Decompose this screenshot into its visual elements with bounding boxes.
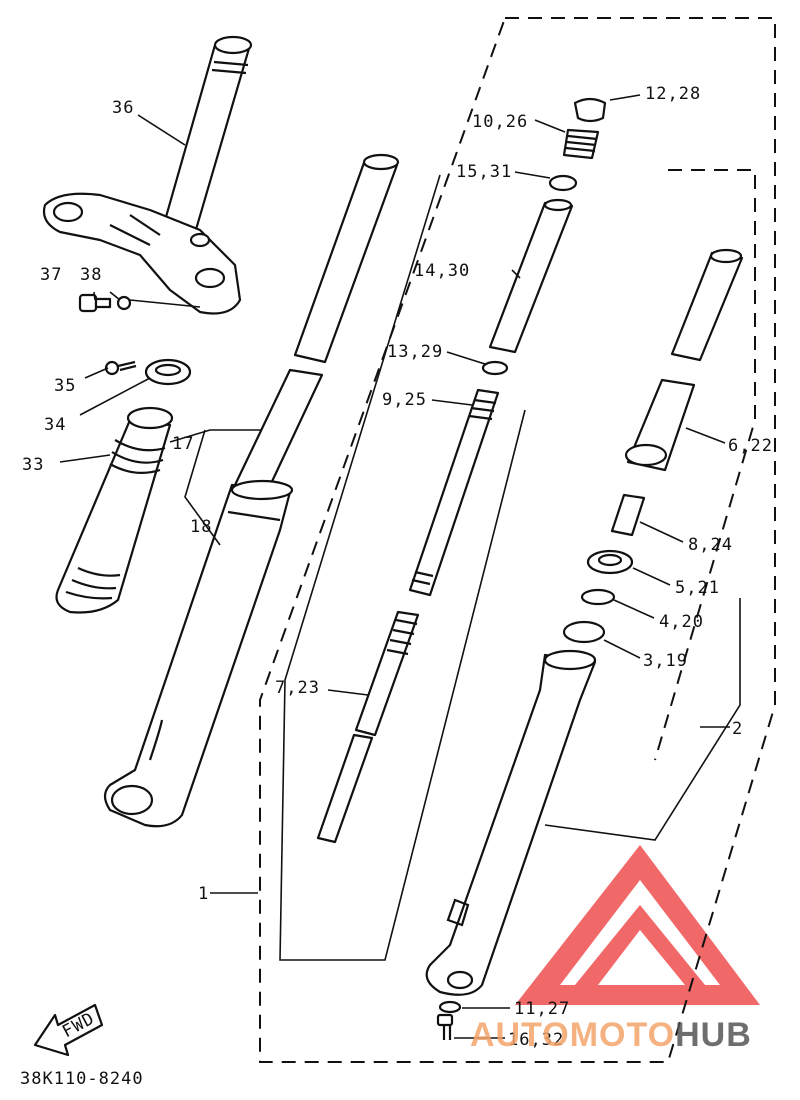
leader-lines [59, 94, 730, 1039]
damper-rod-bracket [279, 174, 526, 961]
drawing-code: 38K110-8240 [20, 1069, 144, 1089]
callout-11-27: 11,27 [514, 999, 570, 1019]
watermark-text-b: MOTO [570, 1016, 675, 1054]
callout-1: 1 [198, 884, 209, 904]
assembly-outline-1 [259, 17, 776, 1063]
pipe-14 [488, 198, 574, 354]
callout-18: 18 [190, 517, 212, 537]
callout-8-24: 8,24 [688, 535, 733, 555]
spring-10 [562, 128, 600, 160]
callout-7-23: 7,23 [275, 678, 320, 698]
seal-34 [144, 358, 192, 386]
outer-tube-2 [425, 649, 597, 996]
damper-rod-7 [354, 610, 420, 737]
watermark-text-a: AUTO [470, 1016, 570, 1054]
bolt-16 [436, 1013, 454, 1040]
fwd-arrow-icon: FWD [33, 1003, 104, 1057]
callout-3-19: 3,19 [643, 651, 688, 671]
collar-8 [610, 493, 646, 537]
callout-12-28: 12,28 [645, 84, 701, 104]
washer-38 [116, 295, 132, 311]
cylinder-6 [624, 378, 696, 472]
rod-lower [316, 733, 374, 844]
callout-10-26: 10,26 [472, 112, 528, 132]
inner-tube-upper [293, 153, 400, 364]
assembly-outline-2 [544, 598, 741, 841]
assembly-outline-inner [654, 169, 756, 761]
fork-boot-33 [55, 406, 174, 614]
callout-13-29: 13,29 [387, 342, 443, 362]
tube-6-upper [670, 248, 744, 362]
screw-35 [104, 360, 137, 376]
callout-37: 37 [40, 265, 62, 285]
callout-36: 36 [112, 98, 134, 118]
callout-5-21: 5,21 [675, 578, 720, 598]
washer-15 [548, 174, 578, 192]
ring-13 [481, 360, 509, 376]
watermark-text: AUTOMOTOHUB [470, 1016, 752, 1054]
callout-33: 33 [22, 455, 44, 475]
callout-4-20: 4,20 [659, 612, 704, 632]
cap-12 [573, 97, 607, 123]
callout-6-22: 6,22 [728, 436, 773, 456]
under-bracket [42, 192, 242, 315]
callout-16-32: 16,32 [508, 1030, 564, 1050]
callout-15-31: 15,31 [456, 162, 512, 182]
callout-38: 38 [80, 265, 102, 285]
callout-9-25: 9,25 [382, 390, 427, 410]
watermark-text-c: HUB [675, 1016, 752, 1054]
bush-3 [562, 620, 606, 644]
callout-2: 2 [732, 719, 743, 739]
fork-outer-tube-18 [103, 368, 324, 828]
watermark-logo [515, 845, 760, 1005]
callout-14-30: 14,30 [414, 261, 470, 281]
clip-4 [580, 588, 616, 606]
bolt-37 [78, 293, 112, 313]
spring-9 [408, 388, 500, 597]
seal-5 [586, 549, 634, 575]
callout-34: 34 [44, 415, 66, 435]
callout-35: 35 [54, 376, 76, 396]
washer-11 [438, 1000, 462, 1014]
callout-17: 17 [172, 434, 194, 454]
